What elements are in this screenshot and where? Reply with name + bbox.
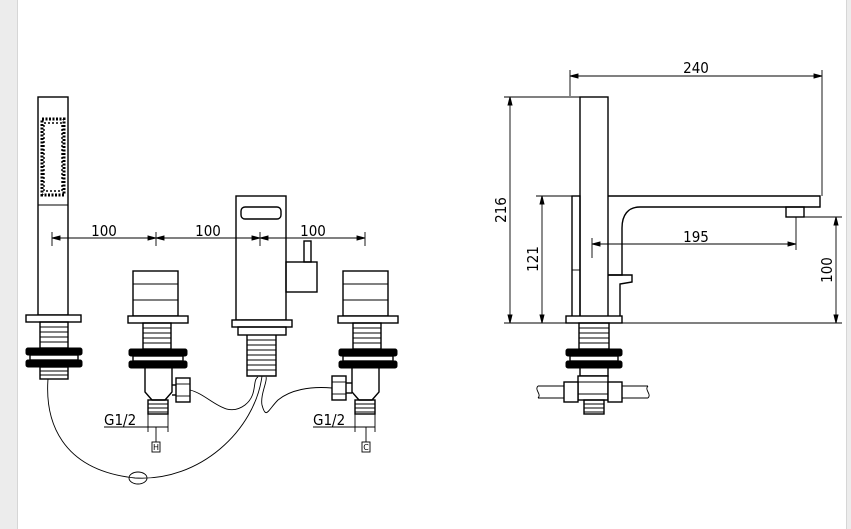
thread-callout-lines: [104, 414, 376, 453]
thread-label-hot: G1/2: [104, 411, 136, 429]
dim-body-height: 121: [524, 246, 542, 272]
window-left-border: [0, 0, 18, 529]
spacing-dimension-line: [51, 232, 366, 246]
side-view: 240 195 216 121 100: [492, 59, 842, 415]
window-right-border: [846, 0, 851, 529]
dim-outlet-height: 100: [818, 257, 836, 283]
front-view: 100 100 100 G1/2 G1/2 H C: [25, 96, 399, 485]
cold-tag: C: [363, 443, 369, 452]
spacing-label-3: 100: [300, 222, 326, 240]
dim-total-height: 216: [492, 197, 510, 223]
dim-spout-reach: 240: [683, 59, 709, 77]
side-dimension-lines: [504, 70, 842, 324]
side-spout: [536, 96, 821, 415]
thread-label-cold: G1/2: [313, 411, 345, 429]
spout-body: [231, 195, 318, 377]
flexible-hoses: [47, 375, 333, 485]
shower-nozzle-grid: [40, 117, 66, 197]
hot-tag: H: [153, 443, 159, 452]
spacing-label-1: 100: [91, 222, 117, 240]
dim-outlet-reach: 195: [683, 228, 709, 246]
cold-valve: [331, 270, 399, 415]
hot-valve: [127, 270, 191, 415]
spacing-label-2: 100: [195, 222, 221, 240]
hand-shower: [25, 96, 83, 380]
